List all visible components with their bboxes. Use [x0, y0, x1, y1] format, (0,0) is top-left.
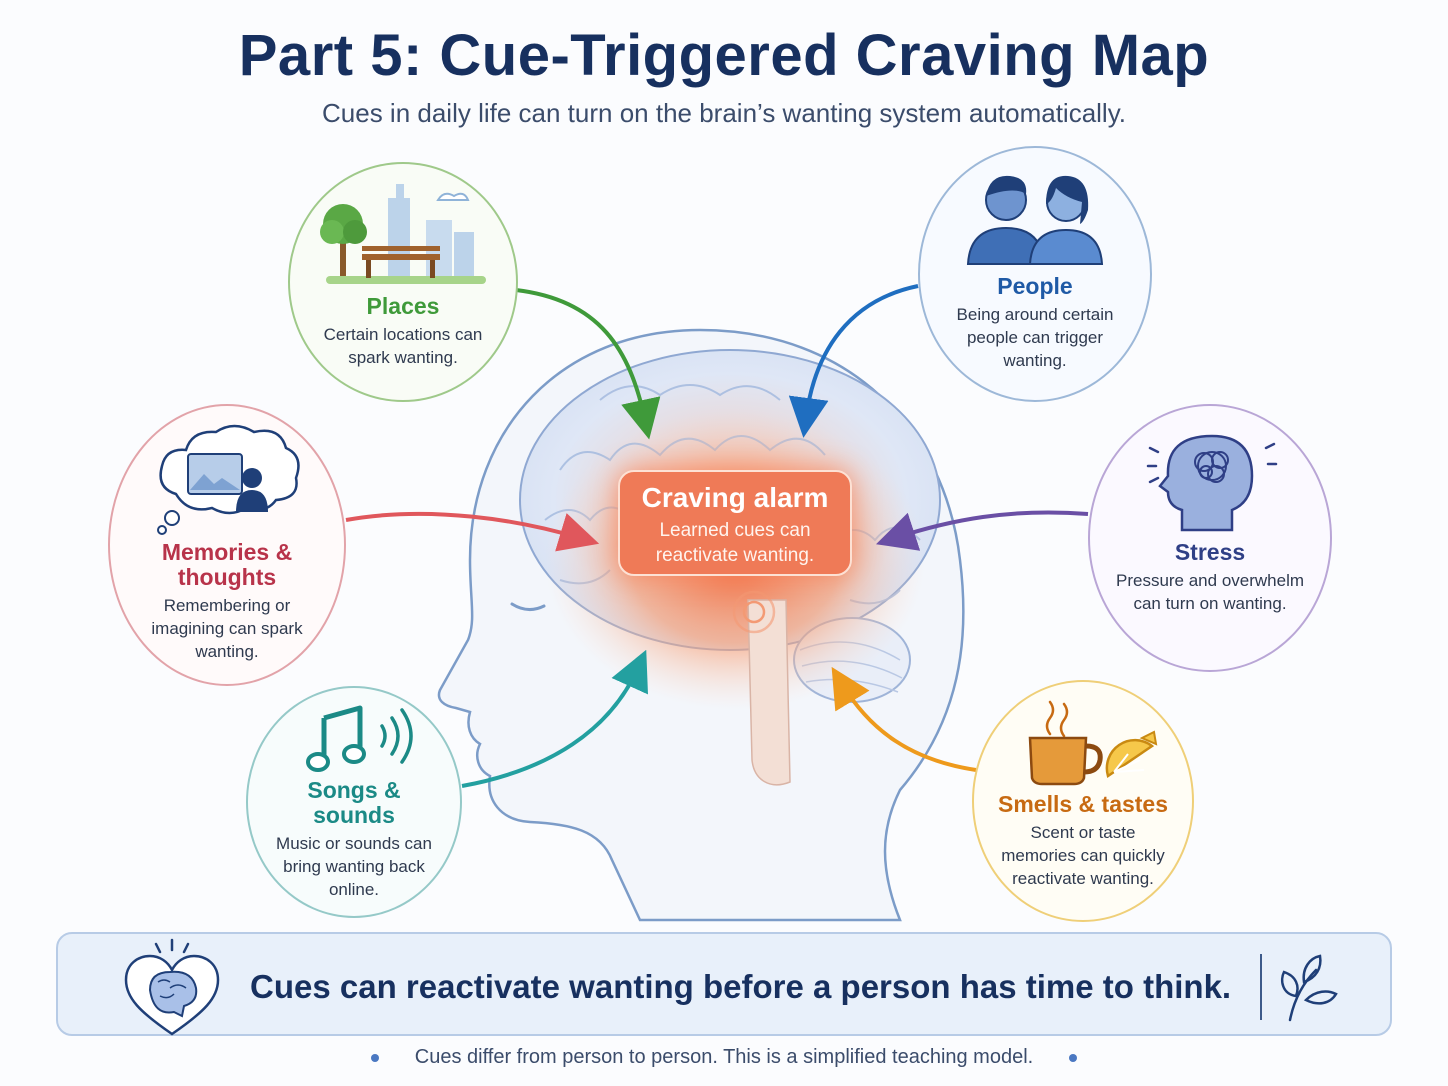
footnote: Cues differ from person to person. This … — [0, 1046, 1448, 1069]
cue-stress-description: Pressure and overwhelm can turn on wanti… — [1115, 571, 1305, 613]
park-bench-icon — [320, 184, 486, 284]
cue-songs-description: Music or sounds can bring wanting back o… — [276, 834, 432, 899]
cue-songs: Songs & sounds Music or sounds can bring… — [246, 686, 462, 918]
footnote-bullet-right — [1069, 1053, 1078, 1062]
thought-bubble-icon — [157, 424, 300, 535]
craving-alarm-title: Craving alarm — [641, 482, 829, 513]
cue-people-title: People — [997, 273, 1073, 299]
arrow-people — [788, 284, 919, 438]
brain-heart-icon — [124, 938, 220, 1036]
cue-stress-title: Stress — [1174, 539, 1246, 565]
cue-stress: Stress Pressure and overwhelm can turn o… — [1088, 404, 1332, 672]
brainstem — [747, 599, 791, 786]
arrow-smells — [831, 666, 977, 772]
key-message-banner: Cues can reactivate wanting before a per… — [56, 932, 1392, 1036]
leaf-sprig-icon — [1280, 954, 1338, 1022]
arrow-stress — [875, 510, 1089, 551]
cue-smells-title: Smells & tastes — [997, 791, 1169, 817]
arrow-songs — [461, 649, 648, 788]
cue-memories: Memories & thoughts Remembering or imagi… — [108, 404, 346, 686]
cue-memories-title: Memories & thoughts — [161, 539, 293, 590]
cue-memories-description: Remembering or imagining can spark wanti… — [151, 596, 303, 661]
cue-places-description: Certain locations can spark wanting. — [323, 325, 483, 367]
craving-alarm-description: Learned cues can reactivate wanting. — [655, 520, 815, 566]
tangled-head-icon — [1146, 434, 1278, 532]
craving-alarm-box: Craving alarm Learned cues can reactivat… — [618, 470, 852, 576]
closed-eye — [510, 602, 546, 611]
cue-places: Places Certain locations can spark wanti… — [288, 162, 518, 402]
two-people-icon — [966, 175, 1104, 265]
cue-people-description: Being around certain people can trigger … — [956, 305, 1114, 370]
cue-people: People Being around certain people can t… — [918, 146, 1152, 402]
arrow-memories — [345, 511, 600, 552]
page-subtitle: Cues in daily life can turn on the brain… — [322, 98, 1126, 128]
arrow-places — [515, 288, 661, 440]
footnote-bullet-left — [370, 1053, 379, 1062]
banner-divider — [1260, 954, 1262, 1020]
coffee-lemon-icon — [1028, 700, 1158, 786]
page-title: Part 5: Cue-Triggered Craving Map — [238, 23, 1210, 88]
cue-songs-title: Songs & sounds — [307, 777, 401, 828]
cue-places-title: Places — [366, 293, 440, 319]
music-note-icon — [306, 705, 413, 772]
footnote-text: Cues differ from person to person. This … — [414, 1046, 1034, 1068]
cue-smells: Smells & tastes Scent or taste memories … — [972, 680, 1194, 922]
key-message-text: Cues can reactivate wanting before a per… — [250, 968, 1232, 1005]
cue-smells-description: Scent or taste memories can quickly reac… — [1001, 823, 1165, 888]
